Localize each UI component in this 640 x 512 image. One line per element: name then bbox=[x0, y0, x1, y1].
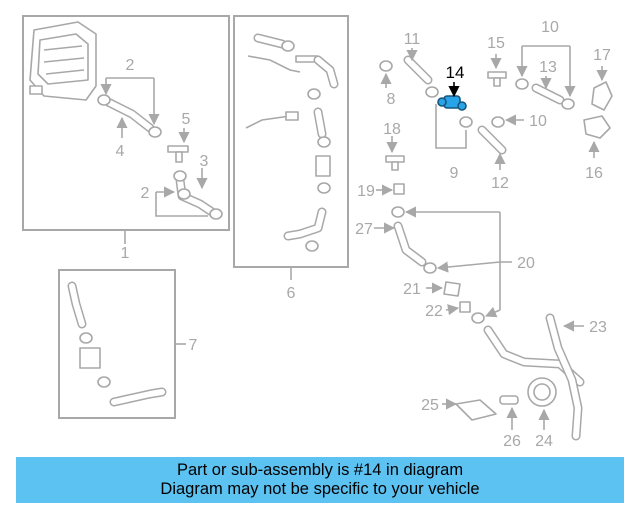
callout-17[interactable]: 17 bbox=[593, 47, 611, 64]
clamp-19 bbox=[393, 183, 405, 195]
expansion-tank bbox=[29, 21, 97, 101]
callout-24[interactable]: 24 bbox=[535, 433, 553, 450]
callout-18[interactable]: 18 bbox=[383, 121, 401, 138]
hose-13 bbox=[515, 78, 575, 110]
callout-1[interactable]: 1 bbox=[121, 245, 130, 262]
hose-11 bbox=[403, 55, 439, 98]
hose-12 bbox=[477, 116, 507, 155]
clip-26 bbox=[499, 395, 519, 405]
hose-box1-upper bbox=[97, 94, 162, 138]
clamp-22 bbox=[459, 301, 485, 324]
hose-box6-top bbox=[247, 33, 339, 89]
callout-15[interactable]: 15 bbox=[487, 35, 505, 52]
group-box-6 bbox=[233, 15, 349, 268]
callout-14[interactable]: 14 bbox=[446, 63, 465, 82]
callout-10-top[interactable]: 10 bbox=[541, 19, 559, 36]
info-banner: Part or sub-assembly is #14 in diagram D… bbox=[16, 457, 624, 503]
bracket-17 bbox=[591, 81, 613, 111]
callout-21[interactable]: 21 bbox=[403, 281, 421, 298]
callout-5[interactable]: 5 bbox=[182, 111, 191, 128]
callout-26[interactable]: 26 bbox=[503, 433, 521, 450]
hose-27 bbox=[391, 206, 437, 274]
callout-20[interactable]: 20 bbox=[517, 255, 535, 272]
bracket-25 bbox=[455, 399, 497, 421]
callout-23[interactable]: 23 bbox=[589, 319, 607, 336]
callout-19[interactable]: 19 bbox=[357, 183, 375, 200]
callout-25[interactable]: 25 bbox=[421, 397, 439, 414]
callout-12[interactable]: 12 bbox=[491, 175, 509, 192]
valve-16 bbox=[583, 115, 611, 139]
callout-7[interactable]: 7 bbox=[189, 337, 198, 354]
pump-24 bbox=[527, 377, 557, 407]
leader-lines bbox=[100, 45, 608, 430]
hose-box6-mid bbox=[245, 88, 331, 194]
hose-box6-bottom bbox=[283, 207, 327, 252]
group-box-1 bbox=[22, 15, 230, 231]
callout-4[interactable]: 4 bbox=[116, 143, 125, 160]
banner-line-1: Part or sub-assembly is #14 in diagram bbox=[176, 461, 464, 479]
connector-18 bbox=[385, 155, 405, 171]
callout-3[interactable]: 3 bbox=[200, 153, 209, 170]
callout-16[interactable]: 16 bbox=[585, 165, 603, 182]
callout-6[interactable]: 6 bbox=[287, 285, 296, 302]
callout-13[interactable]: 13 bbox=[539, 59, 557, 76]
callout-11[interactable]: 11 bbox=[404, 31, 421, 48]
clamp-8 bbox=[379, 60, 393, 72]
connector-15 bbox=[487, 71, 507, 87]
callout-22[interactable]: 22 bbox=[425, 303, 443, 320]
fitting-21 bbox=[443, 281, 461, 297]
callout-labels: 1 2 2 3 4 5 6 7 8 9 10 10 11 12 13 14 15… bbox=[116, 19, 611, 450]
callout-27[interactable]: 27 bbox=[355, 221, 373, 238]
tee-connector-5 bbox=[167, 145, 189, 163]
callout-9[interactable]: 9 bbox=[450, 165, 459, 182]
callout-10-right[interactable]: 10 bbox=[529, 113, 547, 130]
hose-box1-lower bbox=[173, 170, 223, 220]
callout-2-top[interactable]: 2 bbox=[126, 57, 135, 74]
banner-line-2: Diagram may not be specific to your vehi… bbox=[160, 480, 480, 498]
callout-8[interactable]: 8 bbox=[387, 91, 396, 108]
hose-box7 bbox=[67, 281, 167, 407]
callout-2-lower[interactable]: 2 bbox=[141, 185, 150, 202]
hose-23 bbox=[545, 313, 583, 441]
part-14-highlighted[interactable] bbox=[437, 95, 467, 111]
clamp-9 bbox=[459, 116, 473, 128]
